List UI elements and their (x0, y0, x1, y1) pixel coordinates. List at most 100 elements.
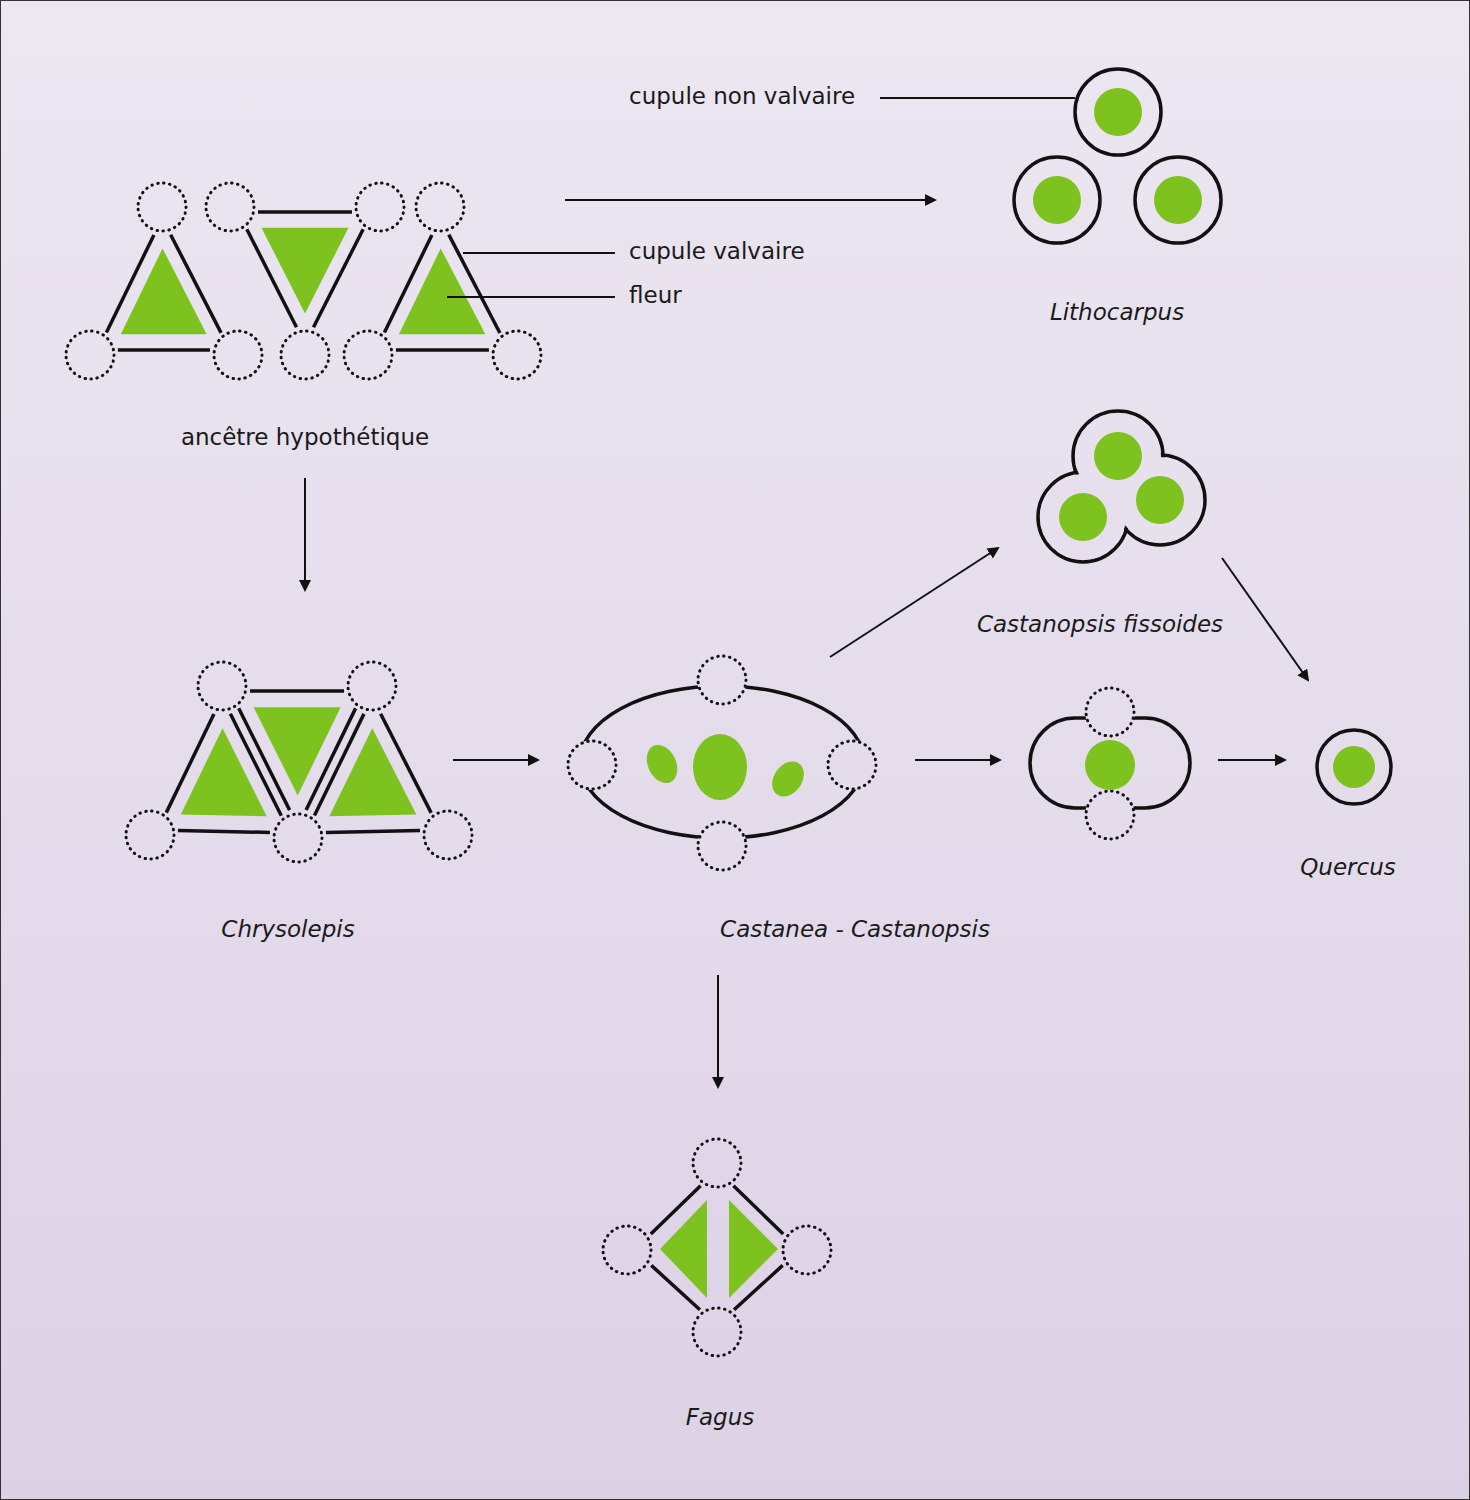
leader-line (463, 252, 615, 254)
leader-line (880, 97, 1075, 99)
taxon-name: Lithocarpus (1050, 299, 1184, 327)
flower (1059, 493, 1107, 541)
cupule (1317, 730, 1391, 804)
valve-line (313, 229, 363, 327)
flower (693, 734, 747, 800)
callout-label: cupule valvaire (627, 238, 807, 266)
cupule (1014, 157, 1100, 243)
leader-line (447, 296, 615, 298)
dotted-circle (66, 331, 114, 379)
dotted-circle (424, 811, 472, 859)
valve-line (449, 235, 500, 333)
flower (254, 707, 341, 795)
dotted-circle (356, 183, 404, 231)
flower (660, 1200, 707, 1298)
callout-label: fleur (627, 282, 684, 310)
valve-line (171, 235, 221, 333)
flower (729, 1200, 778, 1298)
flower (262, 228, 349, 314)
flower (329, 728, 416, 816)
valve-line (166, 714, 214, 813)
evolution-arrow (717, 975, 719, 1087)
flower (1033, 176, 1081, 224)
genus-node: Chrysolepis (120, 658, 478, 863)
evolution-arrow (915, 759, 1000, 761)
intermediate-node (1026, 686, 1194, 844)
dotted-circle (693, 1139, 741, 1187)
valve-line (247, 229, 297, 327)
dotted-circle (603, 1226, 651, 1274)
flower (1094, 432, 1142, 480)
taxon-name: Castanopsis fissoides (977, 611, 1223, 639)
dotted-circle (698, 822, 746, 870)
dotted-circle (1086, 791, 1134, 839)
flower (641, 740, 683, 788)
dotted-circle (348, 662, 396, 710)
dotted-circle (783, 1226, 831, 1274)
evolution-arrow (304, 478, 306, 590)
evolution-arrow (830, 548, 998, 657)
genus-node: Castanea - Castanopsis (565, 650, 880, 872)
taxon-name: Fagus (686, 1404, 754, 1432)
cupule (580, 686, 864, 838)
valve-line (118, 348, 210, 352)
dotted-circle (698, 656, 746, 704)
dotted-circle (493, 331, 541, 379)
valve-line (258, 210, 352, 214)
cupule (1135, 157, 1221, 243)
flower (766, 755, 811, 802)
dotted-circle (693, 1308, 741, 1356)
valve-line (106, 235, 154, 333)
valve-line (314, 714, 363, 816)
evolution-arrow (565, 199, 935, 201)
flower (1154, 176, 1202, 224)
evolution-arrow (453, 759, 538, 761)
valve-line (250, 689, 344, 693)
genus-node: Lithocarpus (1010, 65, 1225, 247)
flower (1333, 746, 1375, 788)
gap (1085, 687, 1135, 737)
cupule-fill (1040, 474, 1126, 560)
species-node: Castanopsis fissoides (1036, 408, 1208, 568)
dotted-circle (281, 331, 329, 379)
valve-line (396, 348, 489, 352)
dotted-circle (138, 183, 186, 231)
genus-node: Quercus (1313, 726, 1395, 808)
valve-line (381, 714, 432, 813)
valve-line (239, 708, 290, 810)
dotted-circle (274, 814, 322, 862)
valve-line (178, 831, 270, 833)
dotted-circle (214, 331, 262, 379)
flower (1136, 476, 1184, 524)
taxon-name: Chrysolepis (221, 916, 354, 944)
taxon-name: Quercus (1300, 854, 1396, 882)
flower (1094, 88, 1142, 136)
genus-node: Fagus (598, 1135, 835, 1360)
valve-line (384, 235, 432, 333)
dotted-circle (828, 741, 876, 789)
dotted-circle (198, 662, 246, 710)
gap (697, 821, 747, 871)
flower (1085, 740, 1135, 790)
gap (827, 740, 877, 790)
ancestor-node: ancêtre hypothétique (62, 180, 546, 385)
valve-line (326, 831, 420, 833)
dotted-circle (126, 811, 174, 859)
callout-label: cupule non valvaire (627, 83, 857, 111)
dotted-circle (568, 741, 616, 789)
taxon-name: ancêtre hypothétique (181, 424, 429, 452)
flower (121, 248, 207, 334)
gap (1085, 790, 1135, 840)
evolution-arrow (1222, 558, 1308, 680)
cupule (1075, 69, 1161, 155)
dotted-circle (416, 183, 464, 231)
gap (697, 655, 747, 705)
dotted-circle (344, 331, 392, 379)
gap (567, 740, 617, 790)
dotted-circle (1086, 688, 1134, 736)
taxon-name: Castanea - Castanopsis (720, 916, 990, 944)
flower (399, 248, 485, 334)
evolution-arrow (1218, 759, 1285, 761)
